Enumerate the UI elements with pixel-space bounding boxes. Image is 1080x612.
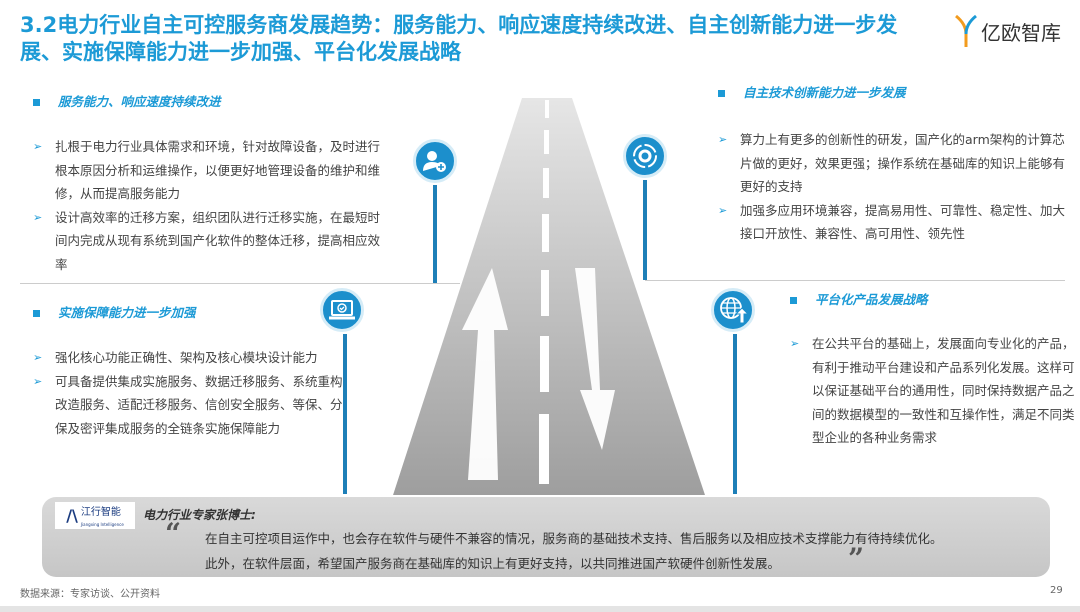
pole bbox=[643, 180, 647, 280]
list-item: 设计高效率的迁移方案，组织团队进行迁移实施，在最短时间内完成从现有系统到国产化软… bbox=[33, 206, 385, 277]
list-item: 可具备提供集成实施服务、数据迁移服务、系统重构改造服务、适配迁移服务、信创安全服… bbox=[33, 370, 351, 441]
pole bbox=[733, 334, 737, 494]
section-list: 强化核心功能正确性、架构及核心模块设计能力 可具备提供集成实施服务、数据迁移服务… bbox=[33, 346, 351, 440]
open-quote-icon: “ bbox=[165, 517, 182, 550]
down-arrow-icon bbox=[575, 268, 615, 450]
pole bbox=[433, 185, 437, 283]
section-list: 算力上有更多的创新性的研发，国产化的arm架构的计算芯片做的更好，效果更强；操作… bbox=[718, 128, 1073, 246]
close-quote-icon: ” bbox=[848, 542, 865, 575]
section-list: 在公共平台的基础上，发展面向专业化的产品，有利于推动平台建设和产品系列化发展。这… bbox=[790, 332, 1075, 450]
user-add-icon bbox=[413, 139, 457, 183]
list-item: 加强多应用环境兼容，提高易用性、可靠性、稳定性、加大接口开放性、兼容性、高可用性… bbox=[718, 199, 1073, 246]
gear-cycle-icon bbox=[623, 134, 667, 178]
laptop-check-icon bbox=[320, 288, 364, 332]
list-item: 扎根于电力行业具体需求和环境，针对故障设备，及时进行根本原因分析和运维操作，以便… bbox=[33, 135, 385, 206]
list-item: 算力上有更多的创新性的研发，国产化的arm架构的计算芯片做的更好，效果更强；操作… bbox=[718, 128, 1073, 199]
list-item: 强化核心功能正确性、架构及核心模块设计能力 bbox=[33, 346, 351, 370]
list-item: 在公共平台的基础上，发展面向专业化的产品，有利于推动平台建设和产品系列化发展。这… bbox=[790, 332, 1075, 450]
logo: 亿欧智库 bbox=[955, 14, 1061, 48]
source-note: 数据来源：专家访谈、公开资料 bbox=[20, 589, 160, 600]
logo-text: 亿欧智库 bbox=[981, 20, 1061, 45]
page-number: 29 bbox=[1050, 585, 1063, 596]
quote-line: 在自主可控项目运作中，也会存在软件与硬件不兼容的情况，服务商的基础技术支持、售后… bbox=[205, 531, 943, 546]
section-heading: 平台化产品发展战略 bbox=[790, 289, 928, 308]
section-heading: 服务能力、响应速度持续改进 bbox=[33, 91, 221, 110]
up-arrow-icon bbox=[462, 268, 508, 480]
logo-mark-icon bbox=[955, 14, 977, 47]
section-heading: 实施保障能力进一步加强 bbox=[33, 302, 196, 321]
section-list: 扎根于电力行业具体需求和环境，针对故障设备，及时进行根本原因分析和运维操作，以便… bbox=[33, 135, 385, 276]
expert-quote-box bbox=[42, 497, 1050, 577]
page-title: 3.2电力行业自主可控服务商发展趋势：服务能力、响应速度持续改进、自主创新能力进… bbox=[20, 13, 898, 64]
bottom-bar bbox=[0, 606, 1080, 612]
quote-speaker: 电力行业专家张博士: bbox=[143, 508, 256, 522]
divider bbox=[20, 283, 460, 284]
section-heading: 自主技术创新能力进一步发展 bbox=[718, 82, 906, 101]
divider bbox=[645, 280, 1065, 281]
globe-upload-icon bbox=[711, 288, 755, 332]
quote-line: 此外，在软件层面，希望国产服务商在基础库的知识上有更好支持，以共同推进国产软硬件… bbox=[205, 556, 781, 571]
